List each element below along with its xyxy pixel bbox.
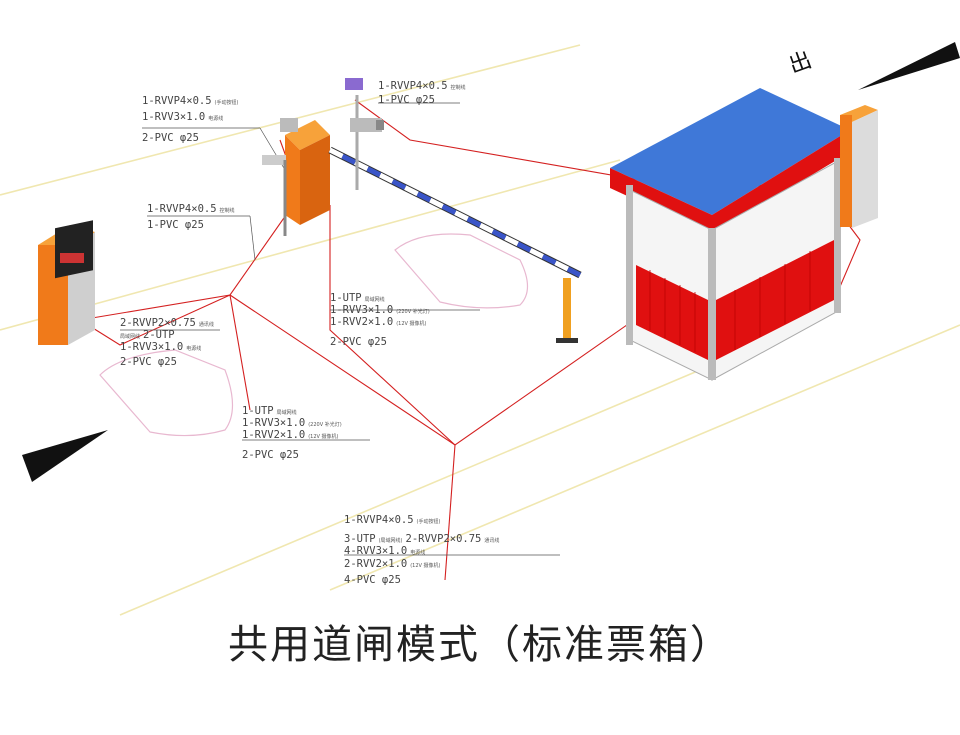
direction-arrow-icon — [22, 42, 960, 482]
label-line: 1-PVC φ25 — [378, 94, 435, 106]
camera-icon — [345, 78, 384, 190]
parking-pads — [99, 233, 529, 437]
label-line: 3-UTP — [344, 533, 376, 545]
svg-text:1-RVV3×1.0(220V 补光灯): 1-RVV3×1.0(220V 补光灯) — [330, 304, 430, 316]
label-line: 4-PVC φ25 — [344, 574, 401, 586]
label-line: 1-RVV3×1.0 — [242, 417, 305, 429]
svg-text:1-RVV2×1.0(12V 摄像机): 1-RVV2×1.0(12V 摄像机) — [242, 429, 339, 441]
label-line: 1-RVV2×1.0 — [330, 316, 393, 328]
label-line: 1-RVVP4×0.5 — [147, 203, 217, 215]
label-line: 1-RVV3×1.0 — [330, 304, 393, 316]
svg-text:1-RVVP4×0.5(手动按钮): 1-RVVP4×0.5(手动按钮) — [142, 95, 238, 107]
label-line: 2-UTP — [143, 329, 175, 341]
label-line: 1-UTP — [242, 405, 274, 417]
boom-arm-icon — [328, 146, 582, 343]
svg-text:1-RVVP4×0.5(手动按钮): 1-RVVP4×0.5(手动按钮) — [344, 514, 440, 526]
label-line: 1-PVC φ25 — [147, 219, 204, 231]
label-line: 1-RVV2×1.0 — [242, 429, 305, 441]
guard-booth-icon — [610, 88, 850, 381]
label-line: 4-RVV3×1.0 — [344, 545, 407, 557]
svg-text:1-RVV3×1.0(220V 补光灯): 1-RVV3×1.0(220V 补光灯) — [242, 417, 342, 429]
label-leaders — [120, 102, 560, 556]
cable-label-bottom: 1-RVVP4×0.5(手动按钮) 3-UTP(局域网线)2-RVVP2×0.7… — [344, 514, 499, 586]
svg-text:2-RVV2×1.0(12V 摄像机): 2-RVV2×1.0(12V 摄像机) — [344, 558, 441, 570]
barrier-gate-icon — [262, 118, 330, 236]
label-line: 1-UTP — [330, 292, 362, 304]
label-line: 2-PVC φ25 — [242, 449, 299, 461]
label-line: 1-RVVP4×0.5 — [344, 514, 414, 526]
label-line: 1-RVV3×1.0 — [120, 341, 183, 353]
diagram-title: 共用道闸模式（标准票箱） — [228, 622, 732, 668]
ticket-box-right-icon — [840, 105, 878, 228]
label-line: 2-RVV2×1.0 — [344, 558, 407, 570]
label-line: 1-RVVP4×0.5 — [142, 95, 212, 107]
corner-mark: 出 — [786, 48, 815, 79]
svg-text:1-RVV2×1.0(12V 摄像机): 1-RVV2×1.0(12V 摄像机) — [330, 316, 427, 328]
label-line: 2-PVC φ25 — [142, 132, 199, 144]
label-line: 2-PVC φ25 — [120, 356, 177, 368]
label-line: 2-PVC φ25 — [330, 336, 387, 348]
label-line: 2-RVVP2×0.75 — [120, 317, 196, 329]
ticket-box-icon — [38, 220, 95, 345]
label-line: 1-RVVP4×0.5 — [378, 80, 448, 92]
label-line: 2-RVVP2×0.75 — [406, 533, 482, 545]
label-line: 1-RVV3×1.0 — [142, 111, 205, 123]
